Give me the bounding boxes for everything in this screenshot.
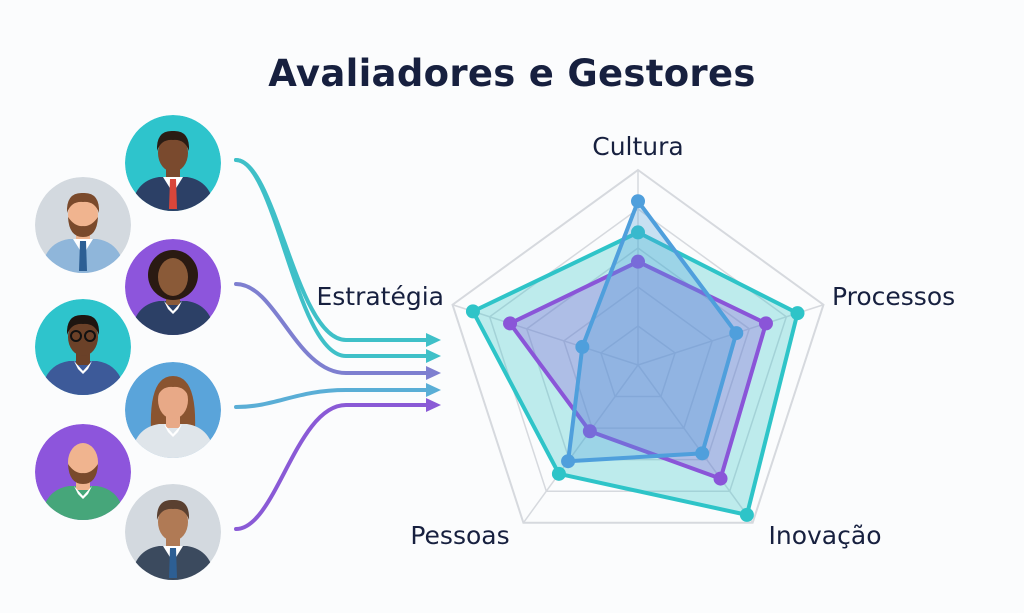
arrowhead-icon <box>426 366 441 380</box>
shirt <box>41 486 125 520</box>
avatar <box>125 115 221 211</box>
hair <box>66 314 100 335</box>
page-title: Avaliadores e Gestores <box>268 52 756 95</box>
avatar <box>125 362 221 458</box>
radar-data-point <box>790 306 805 321</box>
radar-axis-label: Inovação <box>769 521 882 550</box>
radar-grid-ring <box>600 325 676 398</box>
radar-series-area <box>566 199 739 464</box>
radar-data-point <box>631 194 645 209</box>
radar-data-point <box>729 326 744 341</box>
avatar <box>35 299 131 395</box>
flow-line <box>234 388 430 409</box>
face <box>158 381 188 419</box>
radar-grid-ring <box>451 168 825 524</box>
beard <box>68 464 98 484</box>
radar-data-point <box>575 339 590 354</box>
flow-line <box>234 282 430 375</box>
flow-line <box>234 158 430 358</box>
tie <box>169 548 177 578</box>
hair <box>156 377 190 398</box>
flow-arrow <box>234 398 441 531</box>
flow-arrow <box>234 383 441 409</box>
radar-data-point <box>582 424 597 439</box>
radar-axis-label: Processos <box>832 282 955 311</box>
arrowhead-icon <box>426 383 441 397</box>
hair <box>66 192 100 213</box>
radar-axis-label: Cultura <box>592 132 684 161</box>
radar-data-point <box>631 225 645 240</box>
avatar <box>35 424 131 520</box>
face <box>158 503 188 541</box>
radar-data-point <box>713 471 728 486</box>
tie <box>169 179 177 209</box>
radar-axis-label: Pessoas <box>410 521 509 550</box>
radar-grid-ring <box>525 247 751 461</box>
shirt <box>41 361 125 395</box>
shirt <box>131 301 215 335</box>
radar-axis-line <box>452 304 639 366</box>
radar-data-point <box>739 507 754 522</box>
glasses <box>70 330 82 342</box>
avatar-group <box>35 115 221 580</box>
radar-grid-ring <box>562 286 714 429</box>
arrowhead-icon <box>426 349 441 363</box>
radar-axis-label: Estratégia <box>316 282 444 311</box>
avatar <box>35 177 131 273</box>
radar-axis-line <box>637 364 754 524</box>
face <box>68 318 98 356</box>
flow-arrow <box>234 158 441 363</box>
flow-arrow <box>234 158 441 347</box>
beard <box>68 217 98 237</box>
flow-line <box>234 158 430 342</box>
face <box>158 134 188 172</box>
radar-data-point <box>551 466 566 481</box>
avatar <box>125 239 221 335</box>
radar-data-point <box>695 446 710 461</box>
shirt <box>131 424 215 458</box>
flow-arrow <box>234 282 441 380</box>
radar-data-point <box>758 316 773 331</box>
radar-series-blue <box>561 194 744 469</box>
radar-data-point <box>465 304 480 319</box>
hair <box>156 130 190 151</box>
flow-line <box>234 403 430 531</box>
tie <box>79 241 87 271</box>
flow-arrows <box>234 158 441 531</box>
face <box>158 258 188 296</box>
arrowhead-icon <box>426 333 441 347</box>
hair <box>156 499 190 520</box>
radar-data-point <box>561 454 576 469</box>
radar-data-point <box>503 316 518 331</box>
avatar <box>125 484 221 580</box>
radar-axis-line <box>522 364 639 524</box>
arrowhead-icon <box>426 398 441 412</box>
radar-data-point <box>631 254 645 269</box>
